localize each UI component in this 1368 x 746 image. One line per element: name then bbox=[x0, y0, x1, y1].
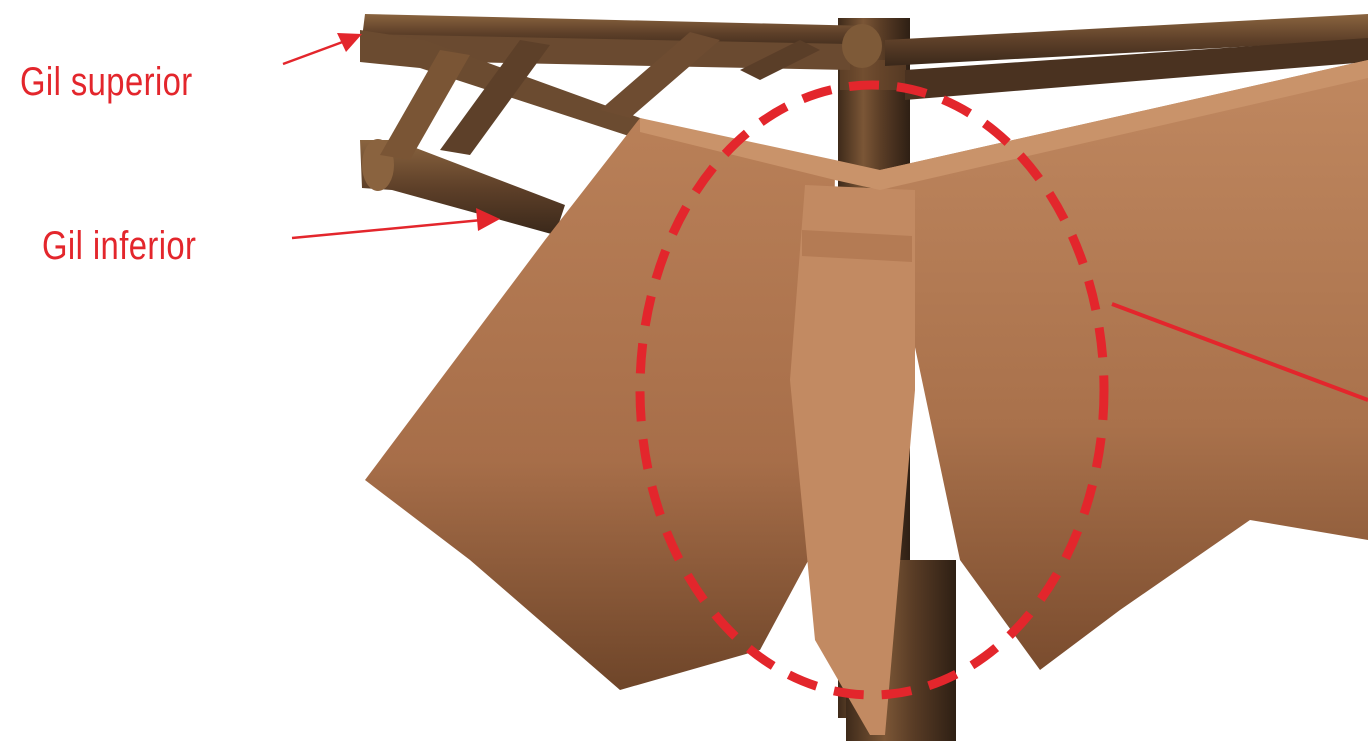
upper-beam-label: Gil superior bbox=[20, 60, 193, 105]
left-thatch-panel bbox=[365, 118, 835, 690]
lower-beam-label: Gil inferior bbox=[42, 224, 196, 269]
lower-beam-arrow bbox=[292, 220, 482, 238]
upper-beam-arrow bbox=[283, 40, 348, 64]
